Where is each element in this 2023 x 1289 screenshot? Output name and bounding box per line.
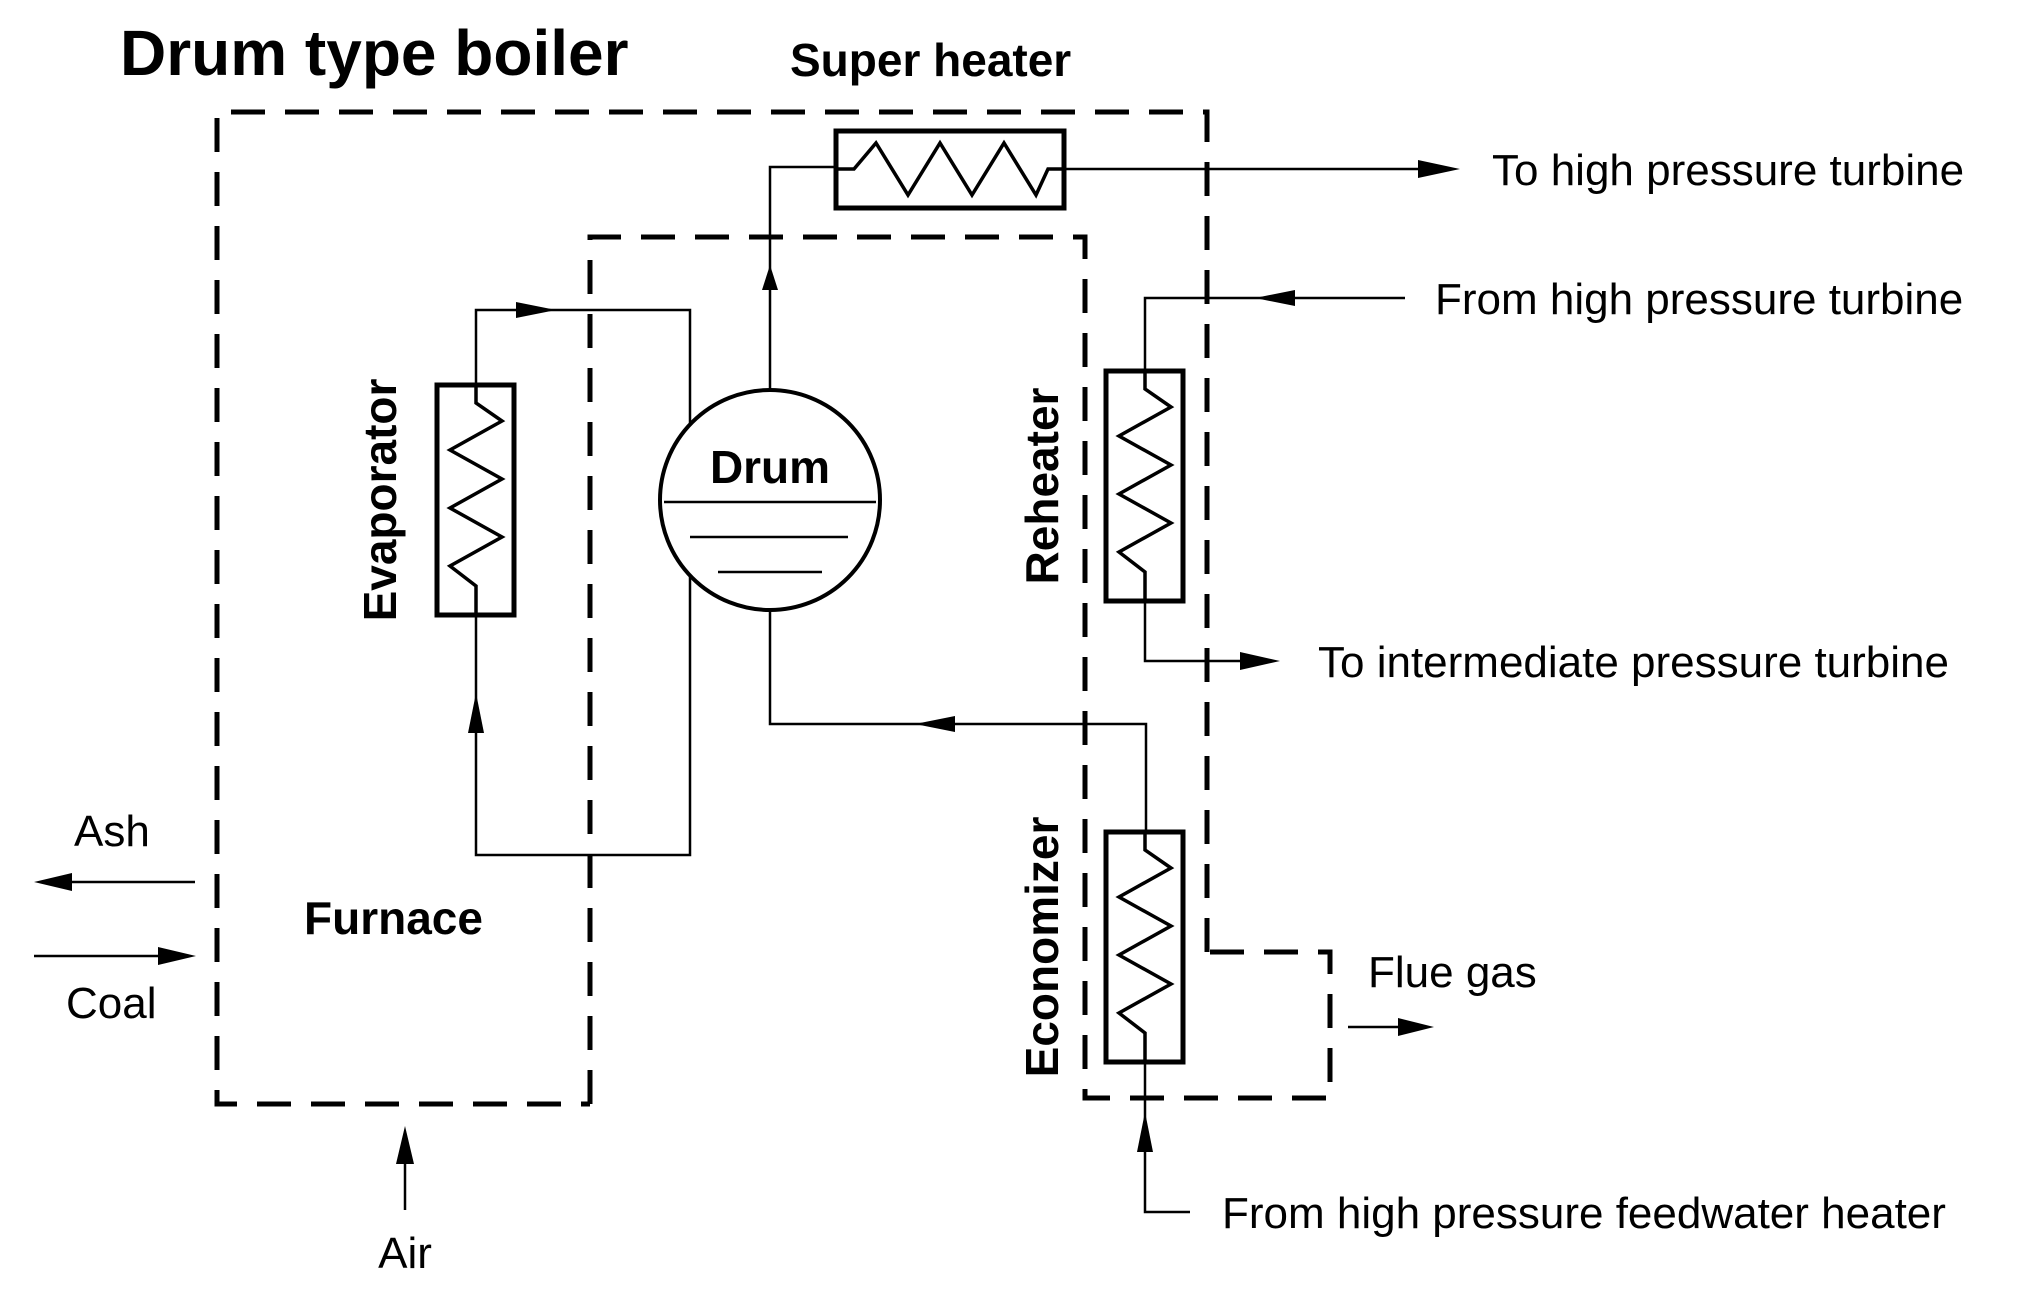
drum: [658, 388, 882, 612]
convection-pass-boundary: [587, 234, 1333, 1104]
from-hp-turbine-label: From high pressure turbine: [1435, 275, 1963, 324]
evaporator-outlet-pipe: [474, 308, 692, 857]
to-ip-turbine-arrow-icon: [1240, 652, 1280, 670]
from-hp-feedwater-label: From high pressure feedwater heater: [1222, 1189, 1946, 1238]
to-hp-turbine-label: To high pressure turbine: [1492, 146, 1964, 195]
drum-to-superheater-pipe: [768, 165, 836, 390]
evaporator-coil-icon: [446, 385, 506, 615]
to-hp-turbine-arrow-icon: [1418, 160, 1460, 178]
furnace-label: Furnace: [304, 892, 483, 944]
super-heater: [833, 128, 1067, 211]
flue-gas-arrow-icon: [1398, 1018, 1434, 1036]
flue-gas-label: Flue gas: [1368, 948, 1537, 997]
feedwater-arrow-icon: [1137, 1112, 1153, 1152]
evaporator-outlet-arrow-icon: [516, 302, 556, 318]
feed-to-drum-arrow-icon: [915, 716, 955, 732]
reheater-inlet-pipe: [1143, 296, 1405, 371]
to-ip-turbine-label: To intermediate pressure turbine: [1318, 638, 1949, 687]
reheater-label: Reheater: [1016, 387, 1068, 584]
air-label: Air: [378, 1229, 432, 1278]
air-arrow-icon: [396, 1126, 414, 1164]
reheater-outlet-pipe: [1143, 601, 1240, 663]
riser-arrow-icon: [762, 265, 778, 290]
reheater-coil-icon: [1115, 371, 1175, 601]
ash-arrow-icon: [34, 873, 72, 891]
super-heater-coil-icon: [836, 139, 1064, 199]
super-heater-label: Super heater: [790, 34, 1071, 86]
drum-label: Drum: [710, 441, 830, 493]
evaporator-label: Evaporator: [354, 378, 406, 621]
from-hp-turbine-arrow-icon: [1255, 290, 1295, 306]
economizer-to-drum-pipe: [768, 610, 1148, 832]
diagram-title: Drum type boiler: [120, 17, 629, 89]
boiler-outer-boundary: [214, 109, 1210, 1107]
coal-arrow-icon: [158, 947, 196, 965]
economizer-label: Economizer: [1016, 817, 1068, 1078]
coal-label: Coal: [66, 979, 157, 1028]
evaporator-inlet-arrow-icon: [468, 693, 484, 733]
ash-label: Ash: [74, 807, 150, 856]
feedwater-inlet-pipe: [1143, 1062, 1190, 1214]
economizer-coil-icon: [1115, 832, 1175, 1062]
